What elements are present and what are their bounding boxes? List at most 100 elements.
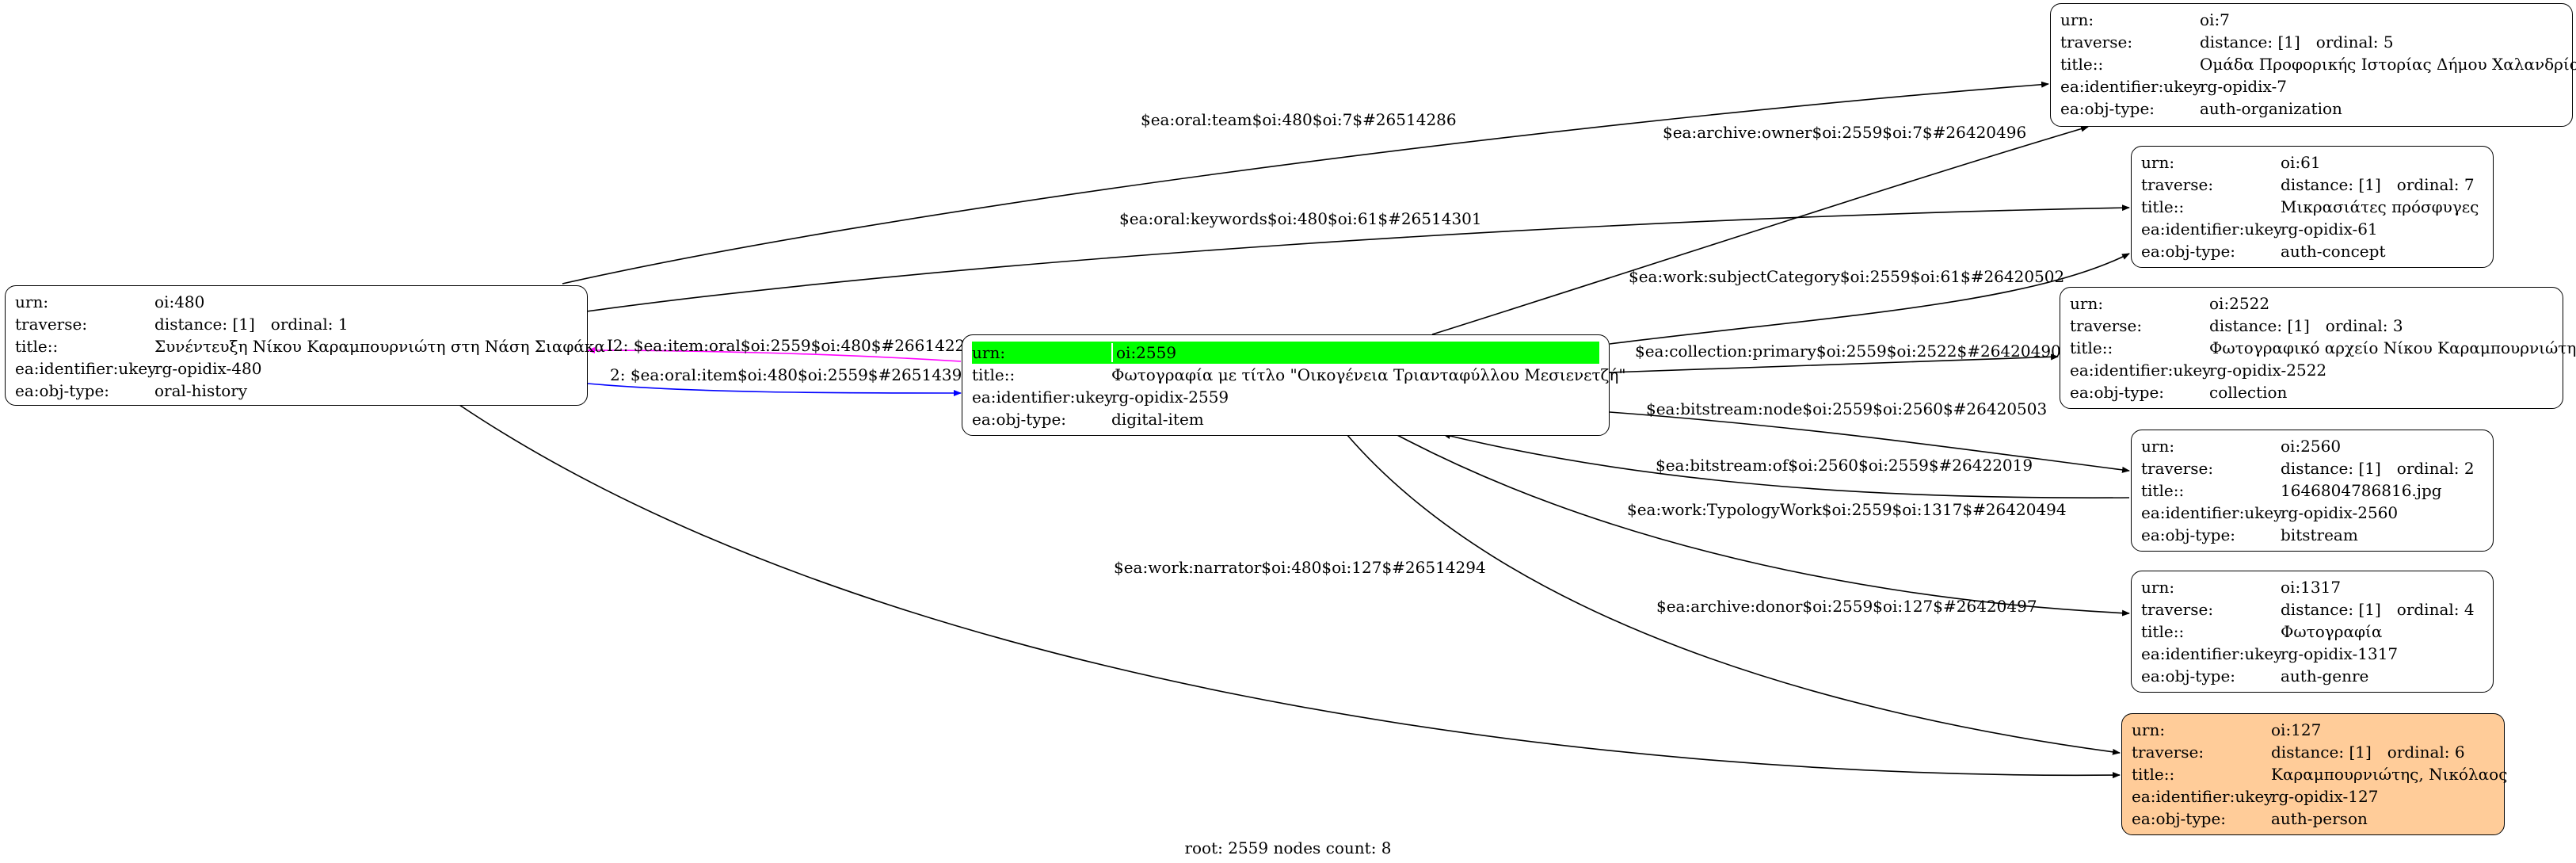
graph-footer: root: 2559 nodes count: 8 (1184, 838, 1392, 857)
ukey-key: ea:identifier:ukey (2141, 220, 2283, 239)
edge-subject-category-line (1609, 253, 2130, 345)
edge-typology-work-label: $ea:work:TypologyWork$oi:2559$oi:1317$#2… (1627, 500, 2067, 519)
node-oi-480[interactable]: urn:oi:480 traverse:distance: [1]ordinal… (5, 285, 605, 406)
urn-value: oi:127 (2271, 720, 2322, 739)
edge-bitstream-of-label: $ea:bitstream:of$oi:2560$oi:2559$#264220… (1656, 456, 2033, 475)
edge-bitstream-node: $ea:bitstream:node$oi:2559$oi:2560$#2642… (1609, 399, 2130, 473)
title-value: 1646804786816.jpg (2281, 481, 2442, 500)
title-value: Ομάδα Προφορικής Ιστορίας Δήμου Χαλανδρί… (2200, 55, 2576, 74)
distance-value: distance: [1] (154, 315, 255, 334)
edge-typology-work: $ea:work:TypologyWork$oi:2559$oi:1317$#2… (1395, 433, 2130, 617)
distance-value: distance: [1] (2271, 743, 2372, 762)
traverse-key: traverse: (2141, 459, 2214, 478)
urn-key: urn: (972, 343, 1006, 362)
ordinal-value: ordinal: 5 (2315, 32, 2394, 52)
title-value: Φωτογραφικό αρχείο Νίκου Καραμπουρνιώτη (2209, 338, 2576, 357)
urn-key: urn: (2132, 720, 2166, 739)
type-value: bitstream (2281, 525, 2358, 544)
root-highlight-row: urn:oi:2559 (972, 342, 1599, 364)
type-key: ea:obj-type: (2132, 809, 2227, 828)
urn-value: oi:7 (2200, 10, 2230, 29)
urn-value: oi:480 (154, 292, 205, 311)
type-value: digital-item (1111, 410, 1204, 429)
title-value: Φωτογραφία (2281, 622, 2383, 641)
type-key: ea:obj-type: (2141, 242, 2236, 261)
ukey-value: rg-opidix-2560 (2281, 503, 2399, 522)
type-key: ea:obj-type: (2141, 525, 2236, 544)
ordinal-value: ordinal: 7 (2396, 175, 2475, 194)
distance-value: distance: [1] (2200, 32, 2300, 52)
title-key: title:: (972, 365, 1016, 384)
ukey-key: ea:identifier:ukey (2060, 77, 2202, 96)
edge-oral-team: $ea:oral:team$oi:480$oi:7$#26514286 (562, 81, 2049, 284)
edge-bitstream-of: $ea:bitstream:of$oi:2560$oi:2559$#264220… (1442, 433, 2130, 498)
ordinal-value: ordinal: 3 (2325, 316, 2403, 335)
title-value: Συνέντευξη Νίκου Καραμπουρνιώτη στη Νάση… (154, 337, 605, 356)
traverse-key: traverse: (2141, 175, 2214, 194)
title-key: title:: (2060, 55, 2104, 74)
edge-work-narrator-label: $ea:work:narrator$oi:480$oi:127$#2651429… (1114, 558, 1486, 577)
edge-archive-owner-label: $ea:archive:owner$oi:2559$oi:7$#26420496 (1663, 123, 2026, 142)
title-key: title:: (2141, 622, 2185, 641)
ordinal-value: ordinal: 2 (2396, 459, 2475, 478)
distance-value: distance: [1] (2281, 600, 2381, 619)
node-oi-127[interactable]: urn:oi:127 traverse:distance: [1]ordinal… (2121, 713, 2508, 835)
ukey-key: ea:identifier:ukey (2141, 503, 2283, 522)
edge-oral-item-label: 2: $ea:oral:item$oi:480$oi:2559$#2651439… (610, 365, 972, 384)
edge-archive-owner-line (1431, 125, 2089, 335)
title-key: title:: (15, 337, 59, 356)
edge-oral-keywords: $ea:oral:keywords$oi:480$oi:61$#26514301 (585, 204, 2130, 312)
urn-value: oi:61 (2281, 153, 2321, 172)
edge-collection-primary-label: $ea:collection:primary$oi:2559$oi:2522$#… (1635, 342, 2061, 361)
urn-key: urn: (2141, 578, 2175, 597)
ukey-value: rg-opidix-480 (154, 359, 262, 378)
type-value: oral-history (154, 381, 248, 400)
edge-oral-keywords-label: $ea:oral:keywords$oi:480$oi:61$#26514301 (1119, 209, 1482, 228)
edge-item-oral-line (587, 347, 962, 362)
title-key: title:: (2141, 481, 2185, 500)
traverse-key: traverse: (2070, 316, 2143, 335)
node-oi-1317[interactable]: urn: oi:1317 traverse: distance: [1] ordina… (2131, 571, 2494, 693)
distance-value: distance: [1] (2281, 459, 2381, 478)
type-key: ea:obj-type: (972, 410, 1067, 429)
edge-archive-donor-label: $ea:archive:donor$oi:2559$oi:127$#264204… (1656, 597, 2037, 616)
type-key: ea:obj-type: (15, 381, 110, 400)
ukey-value: rg-opidix-7 (2200, 77, 2287, 96)
edge-oral-team-line (562, 81, 2049, 284)
node-oi-2560[interactable]: urn:oi:2560 traverse:distance: [1]ordina… (2131, 430, 2494, 552)
title-value: Καραμπουρνιώτης, Νικόλαος (2271, 765, 2508, 784)
node-oi-2522[interactable]: urn:oi:2522 traverse:distance: [1]ordina… (2060, 287, 2576, 409)
edge-work-narrator-line (459, 404, 2121, 779)
ukey-key: ea:identifier:ukey (2141, 644, 2283, 663)
urn-key: urn: (15, 292, 49, 311)
type-value: collection (2209, 383, 2288, 402)
ordinal-value: ordinal: 6 (2387, 743, 2465, 762)
edge-oral-keywords-line (585, 204, 2130, 312)
edge-archive-donor: $ea:archive:donor$oi:2559$oi:127$#264204… (1346, 433, 2121, 755)
edge-archive-owner: $ea:archive:owner$oi:2559$oi:7$#26420496 (1431, 123, 2089, 335)
title-value: Μικρασιάτες πρόσφυγες (2281, 197, 2479, 216)
title-key: title:: (2141, 197, 2185, 216)
edge-collection-primary: $ea:collection:primary$oi:2559$oi:2522$#… (1609, 342, 2061, 373)
node-oi-2559-root[interactable]: urn:oi:2559 title::Φωτογραφία με τίτλο "… (962, 334, 1626, 436)
ukey-key: ea:identifier:ukey (15, 359, 157, 378)
traverse-key: traverse: (2141, 600, 2214, 619)
ordinal-value: ordinal: 4 (2396, 600, 2475, 619)
edge-typology-work-line (1395, 433, 2130, 617)
node-oi-7[interactable]: urn:oi:7 traverse:distance: [1]ordinal: … (2050, 3, 2576, 127)
edge-oral-item: 2: $ea:oral:item$oi:480$oi:2559$#2651439… (587, 365, 972, 396)
urn-key: urn: (2141, 153, 2175, 172)
ukey-key: ea:identifier:ukey (972, 388, 1114, 407)
edge-subject-category-label: $ea:work:subjectCategory$oi:2559$oi:61$#… (1629, 267, 2064, 286)
type-value: auth-concept (2281, 242, 2386, 261)
urn-value: oi:2522 (2209, 294, 2270, 313)
edge-oral-team-label: $ea:oral:team$oi:480$oi:7$#26514286 (1141, 110, 1457, 129)
node-oi-61[interactable]: urn:oi:61 traverse:distance: [1]ordinal:… (2131, 146, 2494, 268)
edge-item-oral-label: I2: $ea:item:oral$oi:2559$oi:480$#266142… (607, 336, 975, 355)
traverse-key: traverse: (2060, 32, 2133, 52)
urn-value: oi:1317 (2281, 578, 2342, 597)
type-key: ea:obj-type: (2141, 666, 2236, 685)
traverse-key: traverse: (15, 315, 88, 334)
edge-bitstream-of-line (1442, 433, 2130, 498)
